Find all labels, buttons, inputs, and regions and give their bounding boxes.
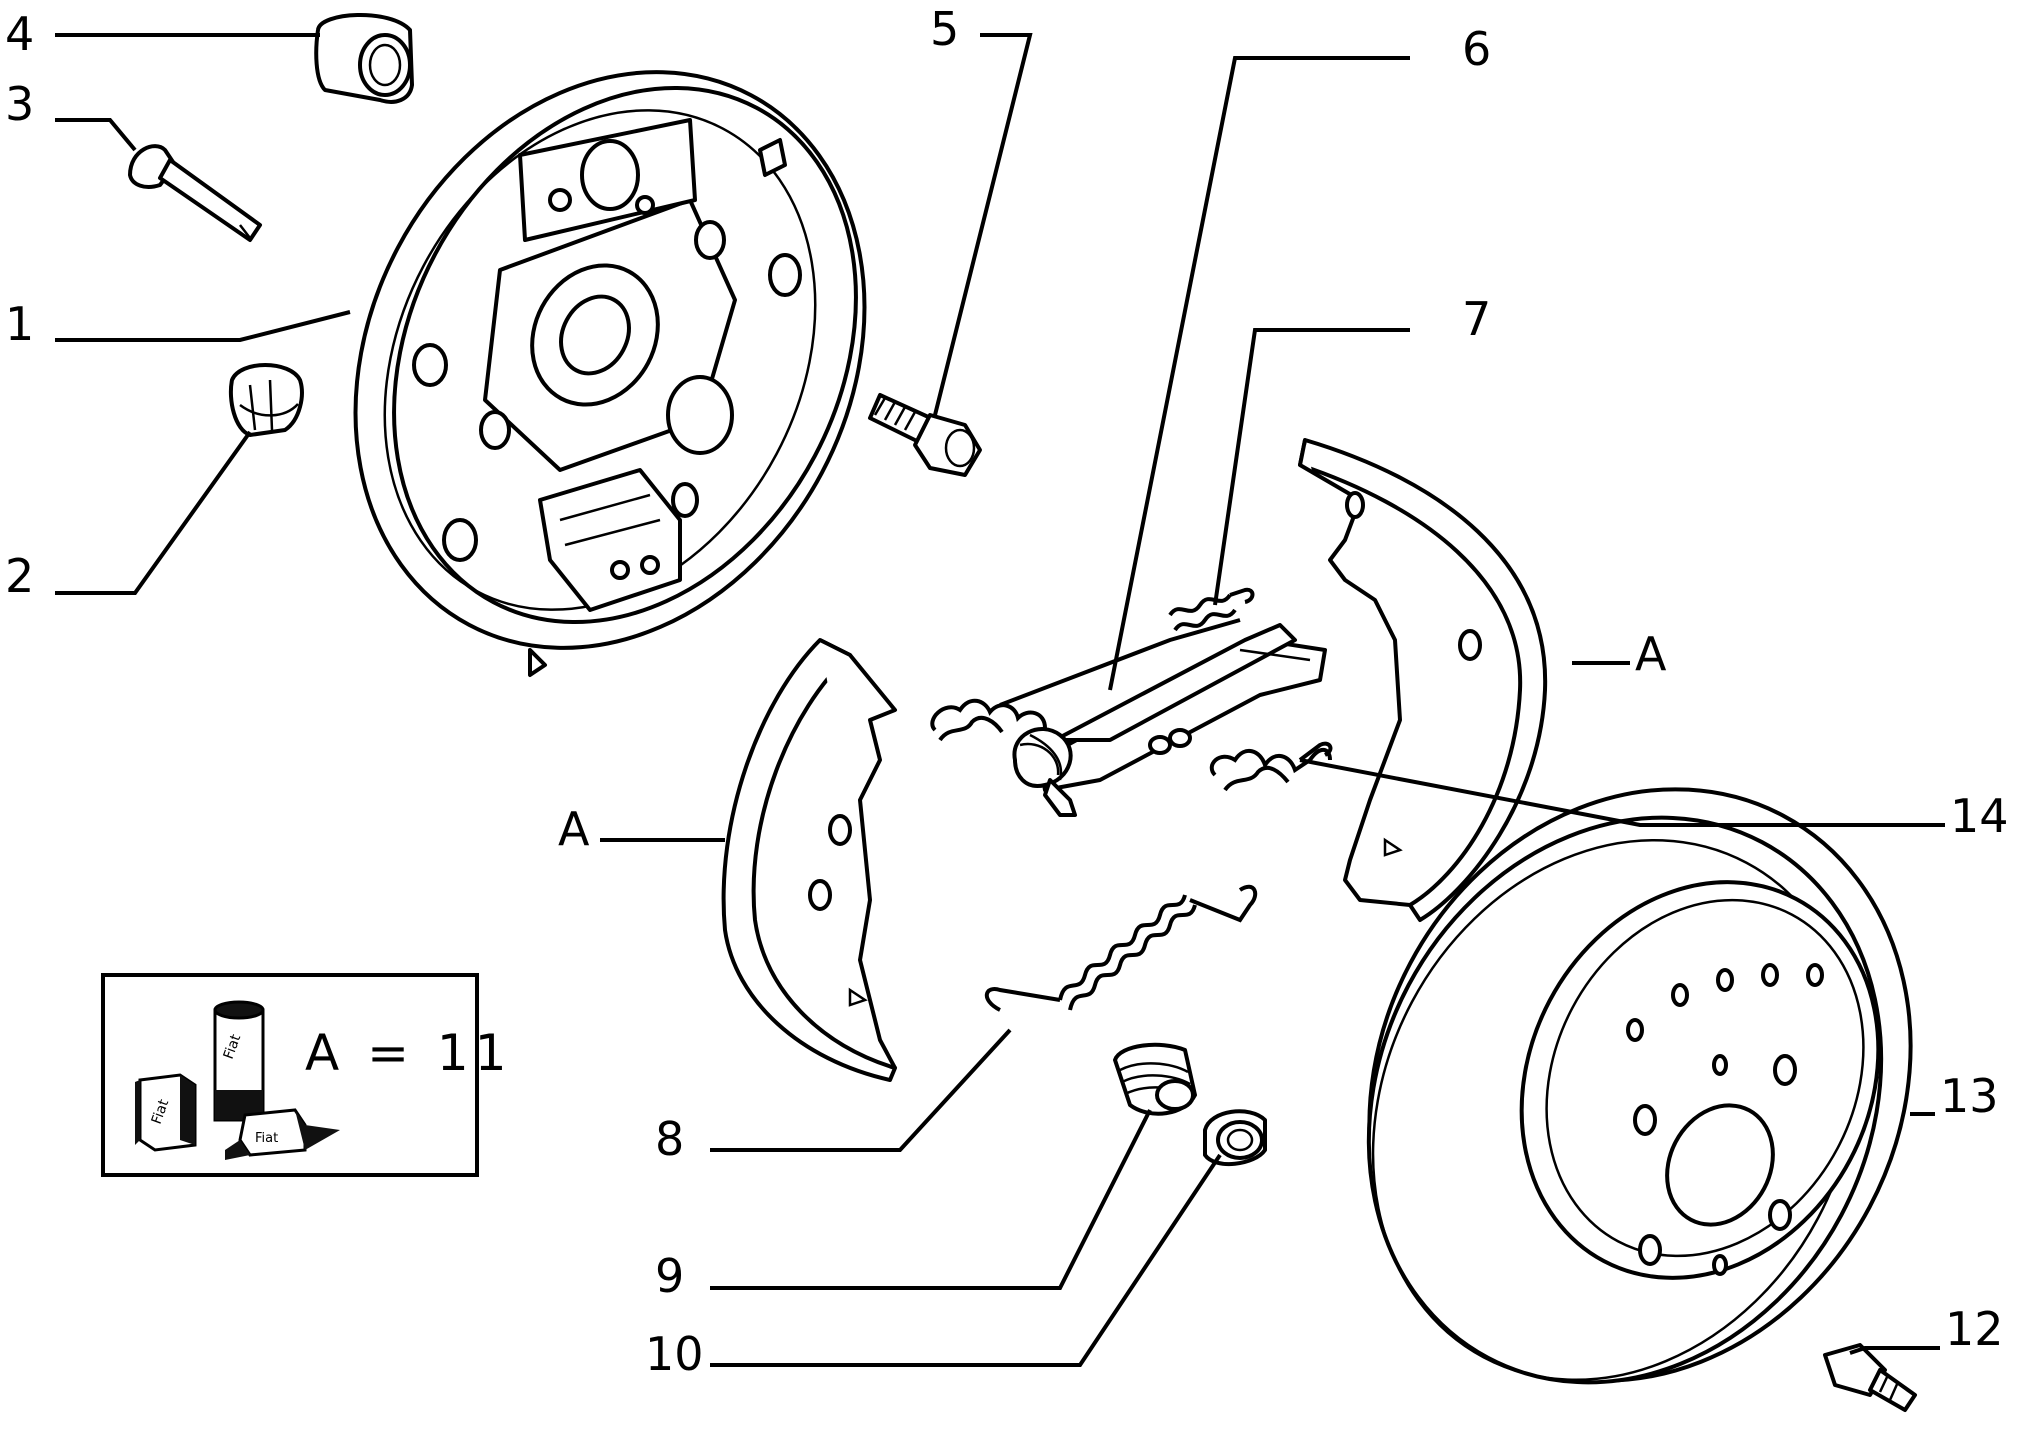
leader-lines bbox=[55, 33, 1945, 1367]
legend-box: Fiat Fiat Fiat A = 11 bbox=[101, 973, 513, 1177]
lower-spring bbox=[984, 884, 1258, 1012]
pin bbox=[128, 144, 262, 242]
callout-14: 14 bbox=[1950, 789, 2009, 843]
brake-shoe-right bbox=[1298, 438, 1548, 922]
callout-5: 5 bbox=[930, 2, 959, 56]
upper-spring bbox=[999, 587, 1255, 707]
brake-shoe-left bbox=[721, 638, 897, 1082]
callout-13: 13 bbox=[1940, 1069, 1999, 1123]
callout-labels: 4 3 1 2 5 6 7 A A 14 8 13 9 10 12 bbox=[5, 2, 2009, 1381]
box-icon-right: Fiat bbox=[225, 1108, 340, 1160]
backing-plate bbox=[353, 70, 867, 677]
spring-cup bbox=[1113, 1042, 1197, 1116]
callout-8: 8 bbox=[655, 1112, 684, 1166]
callout-4: 4 bbox=[5, 7, 34, 61]
strut-spring bbox=[1209, 741, 1333, 792]
left-retraction-spring bbox=[930, 698, 1047, 742]
box-icon-left: Fiat bbox=[135, 1073, 197, 1152]
callout-7: 7 bbox=[1462, 292, 1491, 346]
callout-12: 12 bbox=[1945, 1302, 2004, 1356]
adjuster-strut bbox=[1012, 623, 1327, 817]
callout-1: 1 bbox=[5, 297, 34, 351]
callout-a-right: A bbox=[1635, 627, 1667, 681]
wheel-bolt bbox=[1823, 1343, 1917, 1412]
callout-a-left: A bbox=[558, 802, 590, 856]
lubricant-can-icon: Fiat bbox=[213, 1000, 265, 1122]
washer bbox=[1203, 1109, 1267, 1167]
box-label-2: Fiat bbox=[255, 1131, 278, 1146]
bolt bbox=[868, 393, 982, 477]
callout-9: 9 bbox=[655, 1249, 684, 1303]
callout-2: 2 bbox=[5, 549, 34, 603]
legend-text: A = 11 bbox=[305, 1024, 513, 1082]
callout-6: 6 bbox=[1462, 22, 1491, 76]
callout-10: 10 bbox=[645, 1327, 704, 1381]
callout-3: 3 bbox=[5, 77, 34, 131]
bushing bbox=[314, 12, 414, 104]
grommet bbox=[228, 363, 304, 437]
brake-drum bbox=[1366, 787, 1913, 1385]
